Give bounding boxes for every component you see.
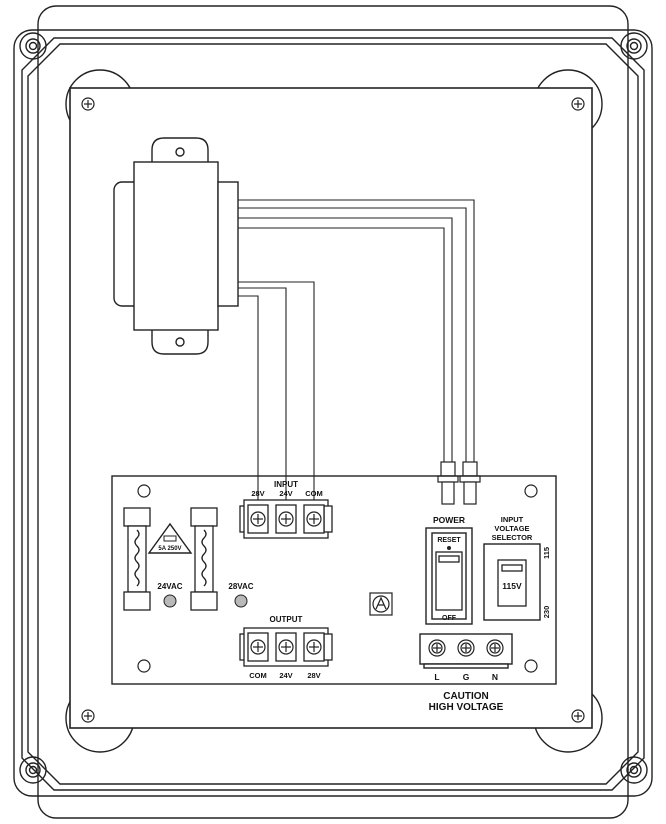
mains-terminal-label: L xyxy=(434,672,439,682)
voltage-selector-switch[interactable] xyxy=(497,559,527,607)
lid-screw-top-right-icon xyxy=(620,32,648,60)
fuse-rating-label: 5A 250V xyxy=(158,546,181,552)
plate-screw-icon xyxy=(571,97,585,111)
transformer xyxy=(113,137,239,355)
manufacturer-logo-icon xyxy=(369,592,393,616)
output-terminal-label: 28V xyxy=(307,671,320,680)
voltage-selector-title-line1: INPUT xyxy=(501,515,524,524)
plate-screw-icon xyxy=(81,97,95,111)
indicator-28vac-label: 28VAC xyxy=(228,582,253,591)
input-terminal-screw-icon xyxy=(250,511,266,527)
mains-terminal-screw-icon xyxy=(428,639,446,657)
mains-terminal-label: G xyxy=(463,672,470,682)
plate-screw-icon xyxy=(571,709,585,723)
output-terminal-screw-icon xyxy=(306,639,322,655)
input-terminal-label: COM xyxy=(305,489,323,498)
input-block-title: INPUT xyxy=(274,480,298,489)
indicator-28vac-lamp-icon xyxy=(234,594,248,608)
lid-screw-top-left-icon xyxy=(19,32,47,60)
power-switch-reset-label: RESET xyxy=(437,537,461,544)
input-terminal-screw-icon xyxy=(278,511,294,527)
mains-terminal-label: N xyxy=(492,672,498,682)
voltage-selector-option-230: 230 xyxy=(542,606,551,619)
fuse-warning-triangle-icon xyxy=(147,522,193,554)
fuse-holder-left xyxy=(123,507,151,611)
output-terminal-screw-icon xyxy=(250,639,266,655)
lid-screw-bottom-right-icon xyxy=(620,756,648,784)
spade-connector-right xyxy=(459,461,481,505)
input-terminal-label: 24V xyxy=(279,489,292,498)
output-terminal-label: COM xyxy=(249,671,267,680)
indicator-24vac-label: 24VAC xyxy=(157,582,182,591)
power-switch-dot-icon xyxy=(447,546,451,550)
indicator-24vac-lamp-icon xyxy=(163,594,177,608)
high-voltage-label: HIGH VOLTAGE xyxy=(429,702,504,713)
voltage-selector-title-line2: VOLTAGE xyxy=(494,524,529,533)
voltage-selector-title-line3: SELECTOR xyxy=(492,533,533,542)
power-switch-title: POWER xyxy=(433,515,465,525)
board-mount-holes xyxy=(137,484,538,673)
caution-label: CAUTION xyxy=(443,691,489,702)
mains-terminal-screw-icon xyxy=(457,639,475,657)
output-terminal-screw-icon xyxy=(278,639,294,655)
input-terminal-screw-icon xyxy=(306,511,322,527)
input-terminal-label: 28V xyxy=(251,489,264,498)
plate-screw-icon xyxy=(81,709,95,723)
enclosure xyxy=(13,5,653,819)
output-terminal-label: 24V xyxy=(279,671,292,680)
fuse-holder-right xyxy=(190,507,218,611)
voltage-selector-option-115: 115 xyxy=(542,547,551,559)
output-block-title: OUTPUT xyxy=(270,615,303,624)
lid-screw-bottom-left-icon xyxy=(19,756,47,784)
wiring xyxy=(238,199,475,506)
circuit-board xyxy=(111,475,557,685)
power-switch-off-label: OFF xyxy=(442,615,457,622)
voltage-selector-value: 115V xyxy=(502,581,522,591)
power-switch-rocker[interactable] xyxy=(435,551,463,611)
mains-terminal-screw-icon xyxy=(486,639,504,657)
